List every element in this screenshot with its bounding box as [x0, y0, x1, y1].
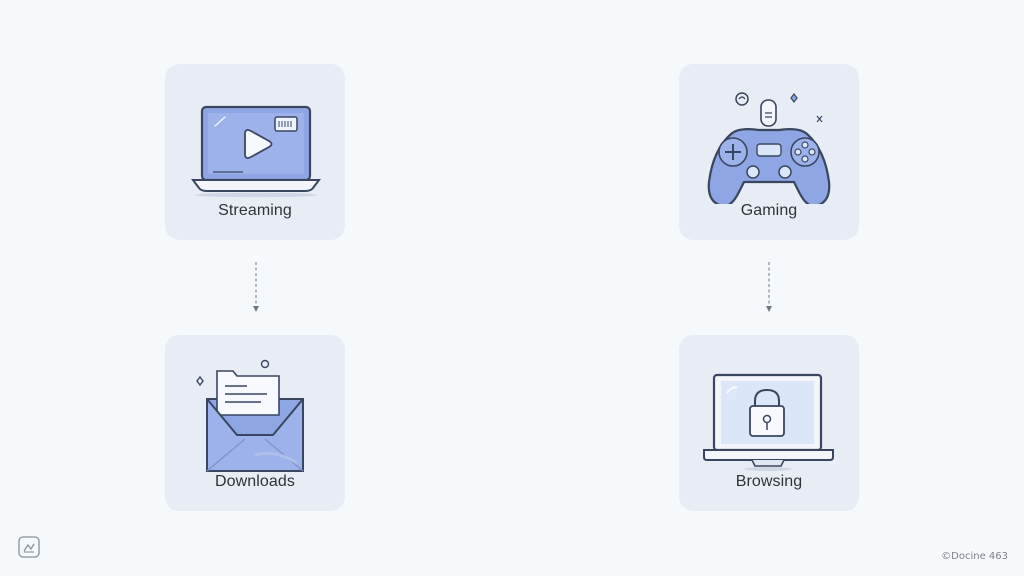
monitor-lock-icon [679, 335, 859, 475]
node-label-browsing: Browsing [735, 473, 803, 490]
node-label-streaming: Streaming [218, 202, 292, 219]
node-label-gaming: Gaming [740, 202, 798, 219]
edge-gaming-browsing [766, 262, 772, 312]
laptop-play-icon [165, 64, 345, 204]
edge-streaming-downloads [253, 262, 259, 312]
node-browsing: Browsing [679, 335, 859, 511]
gamepad-icon [679, 64, 859, 208]
folder-inbox-icon [165, 335, 345, 475]
node-label-downloads: Downloads [214, 473, 296, 490]
node-gaming: Gaming [679, 64, 859, 240]
node-downloads: Downloads [165, 335, 345, 511]
credit-text: ©Docine 463 [941, 551, 1008, 562]
node-streaming: Streaming [165, 64, 345, 240]
corner-logo-icon [18, 536, 40, 558]
